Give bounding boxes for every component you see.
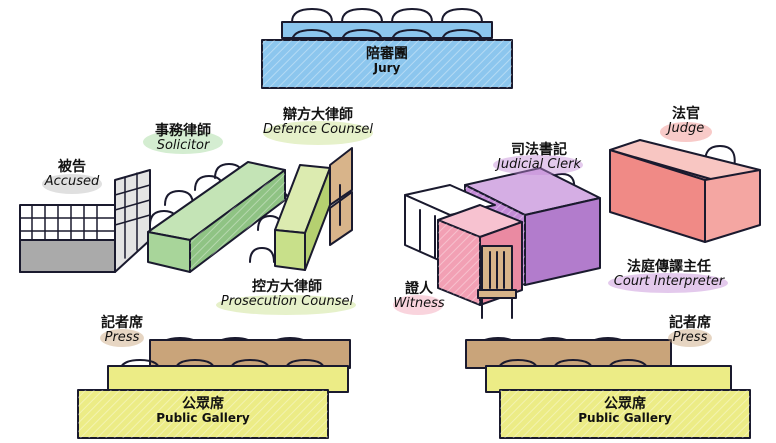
witness-label-en: Witness — [393, 295, 445, 311]
prosecution-counsel-label-zh: 控方大律師 — [252, 279, 322, 295]
judicial-clerk-label: 司法書記 Judicial Clerk — [488, 143, 590, 171]
gallery-left-label-zh: 公眾席 — [182, 396, 224, 412]
press-left-label-zh: 記者席 — [101, 315, 143, 331]
defence-counsel-label: 辯方大律師 Defence Counsel — [252, 108, 384, 136]
press-left-label: 記者席 Press — [92, 316, 152, 344]
press-right-label: 記者席 Press — [660, 316, 720, 344]
gallery-left-label: 公眾席 Public Gallery — [143, 397, 263, 424]
gallery-left-label-en: Public Gallery — [156, 410, 250, 425]
press-right-label-zh: 記者席 — [669, 315, 711, 331]
jury-label: 陪審團 Jury — [337, 47, 437, 74]
witness-label: 證人 Witness — [388, 282, 450, 310]
judge-label-en: Judge — [667, 120, 705, 136]
court-interpreter-label: 法庭傳譯主任 Court Interpreter — [598, 260, 740, 288]
right-seating — [465, 337, 751, 439]
jury-box — [261, 8, 513, 89]
counsel-tables — [147, 147, 353, 273]
defence-counsel-label-en: Defence Counsel — [263, 121, 373, 137]
gallery-right-label: 公眾席 Public Gallery — [565, 397, 685, 424]
solicitor-label-en: Solicitor — [156, 137, 210, 153]
accused-label-zh: 被告 — [58, 159, 86, 175]
prosecution-counsel-label-en: Prosecution Counsel — [220, 293, 354, 309]
gallery-left-back-bench — [107, 365, 349, 393]
solicitor-label: 事務律師 Solicitor — [140, 124, 226, 152]
judicial-clerk-label-en: Judicial Clerk — [497, 156, 581, 172]
defence-counsel-label-zh: 辯方大律師 — [283, 107, 353, 123]
accused-label-en: Accused — [44, 173, 100, 189]
solicitor-label-zh: 事務律師 — [155, 123, 211, 139]
gallery-right-label-en: Public Gallery — [578, 410, 672, 425]
court-interpreter-label-zh: 法庭傳譯主任 — [627, 259, 711, 275]
press-right-label-en: Press — [672, 329, 708, 345]
jury-label-zh: 陪審團 — [366, 46, 408, 62]
witness-chair — [477, 245, 517, 319]
gallery-right-back-bench — [485, 365, 732, 393]
witness-label-zh: 證人 — [405, 281, 433, 297]
prosecution-counsel-label: 控方大律師 Prosecution Counsel — [208, 280, 366, 308]
judge-label: 法官 Judge — [650, 107, 722, 135]
jury-back-bench — [281, 21, 493, 39]
judge-label-zh: 法官 — [672, 106, 700, 122]
accused-label: 被告 Accused — [36, 160, 108, 188]
gallery-right-label-zh: 公眾席 — [604, 396, 646, 412]
accused-dock — [19, 169, 151, 273]
left-seating — [77, 337, 351, 439]
witness-box — [437, 204, 523, 319]
judge-bench — [609, 139, 761, 243]
jury-label-en: Jury — [373, 60, 401, 75]
judicial-clerk-label-zh: 司法書記 — [511, 142, 567, 158]
court-interpreter-label-en: Court Interpreter — [613, 273, 725, 289]
press-left-label-en: Press — [104, 329, 140, 345]
press-left-bench — [149, 339, 351, 369]
press-right-bench — [465, 339, 672, 369]
